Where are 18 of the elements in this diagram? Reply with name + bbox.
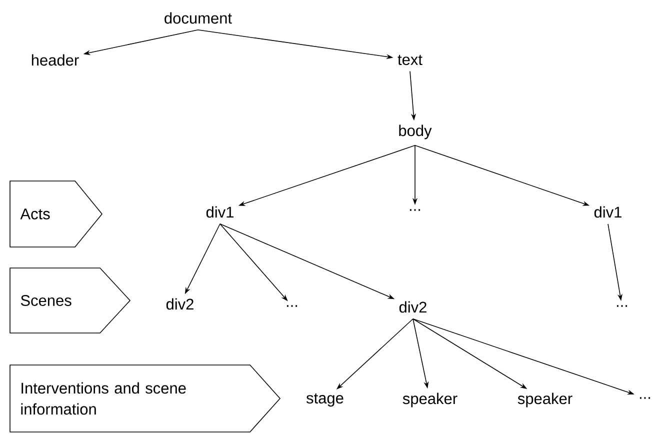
node-label: div2: [166, 298, 194, 310]
node-label: ...: [286, 305, 298, 307]
node-label: div1: [594, 206, 622, 218]
node-label: ...: [616, 305, 628, 307]
node-label: stage: [306, 393, 344, 407]
node-label: speaker: [518, 392, 572, 408]
level-tag: Acts: [10, 180, 103, 248]
level-tag: Scenes: [10, 268, 131, 334]
node-label: text: [398, 54, 422, 66]
node-label: header: [32, 54, 79, 66]
node-label: ...: [640, 397, 650, 399]
node-label: document: [164, 12, 232, 24]
node-label: speaker: [402, 392, 458, 408]
node-label: div2: [399, 301, 426, 313]
node-label: ...: [410, 209, 420, 211]
level-tag: Interventions and scene information: [10, 364, 281, 432]
node-label: body: [399, 124, 432, 140]
node-label: div1: [206, 206, 234, 218]
